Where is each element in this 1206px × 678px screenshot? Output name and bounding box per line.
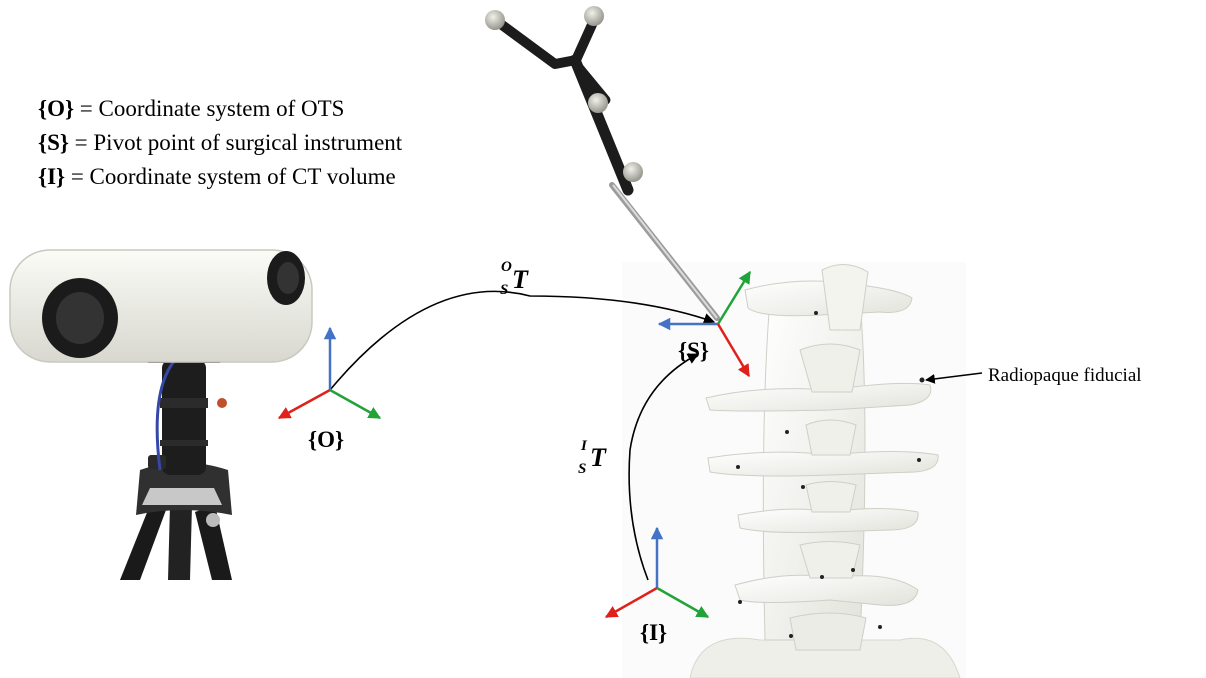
transform-os-superscript: O	[501, 259, 512, 275]
annotation-label: Radiopaque fiducial	[988, 365, 1142, 386]
tripod-icon	[120, 335, 232, 580]
transform-label-is: I T S	[578, 438, 607, 477]
transform-os-subscript: S	[500, 282, 508, 298]
transform-is-subscript: S	[578, 461, 586, 477]
frame-label-i: {I}	[640, 620, 667, 645]
transform-is-superscript: I	[580, 438, 588, 454]
frame-label-o: {O}	[308, 427, 344, 452]
transform-is-main: T	[590, 443, 607, 472]
transform-os-main: T	[512, 265, 529, 294]
frame-label-s: {S}	[678, 338, 709, 363]
optical-tracking-camera-icon	[10, 250, 312, 580]
transform-label-os: O T S	[500, 259, 529, 298]
